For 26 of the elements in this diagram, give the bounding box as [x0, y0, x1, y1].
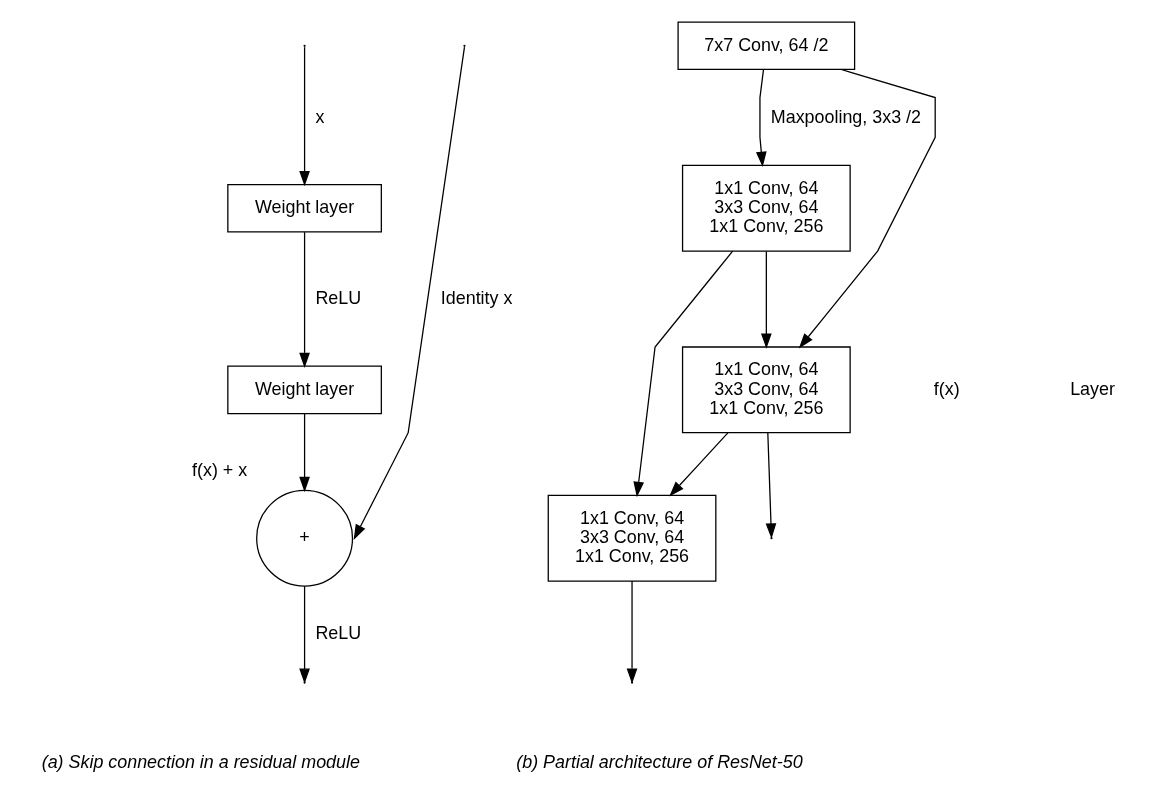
arrow — [669, 431, 729, 497]
arrow — [299, 231, 310, 368]
node-circle: + — [256, 489, 354, 587]
arrow — [755, 68, 767, 167]
edge-label: ReLU — [315, 287, 362, 308]
label: Layer — [1070, 378, 1115, 399]
arrow — [760, 250, 772, 349]
edge-label: Identity x — [440, 287, 513, 308]
arrow — [353, 46, 466, 540]
node-box: 1x1 Conv, 64 3x3 Conv, 64 1x1 Conv, 256 — [681, 164, 851, 252]
node-box: 1x1 Conv, 64 3x3 Conv, 64 1x1 Conv, 256 — [547, 494, 717, 582]
node-box: 7x7 Conv, 64 /2 — [677, 21, 856, 70]
edge-label: x — [315, 106, 325, 127]
arrow — [299, 412, 310, 492]
arrow — [798, 68, 936, 348]
node-box: Weight layer — [227, 365, 382, 414]
label: f(x) — [933, 378, 960, 399]
arrow — [299, 46, 310, 186]
node-label: f(x) + x — [192, 459, 248, 480]
node-box: 1x1 Conv, 64 3x3 Conv, 64 1x1 Conv, 256 — [681, 345, 851, 433]
node-box: Weight layer — [227, 183, 382, 233]
edge-label: ReLU — [315, 622, 362, 643]
arrow — [633, 250, 734, 497]
edge-label: Maxpooling, 3x3 /2 — [770, 106, 922, 127]
label: (a) Skip connection in a residual module — [41, 751, 360, 772]
label: (b) Partial architecture of ResNet-50 — [516, 751, 803, 772]
